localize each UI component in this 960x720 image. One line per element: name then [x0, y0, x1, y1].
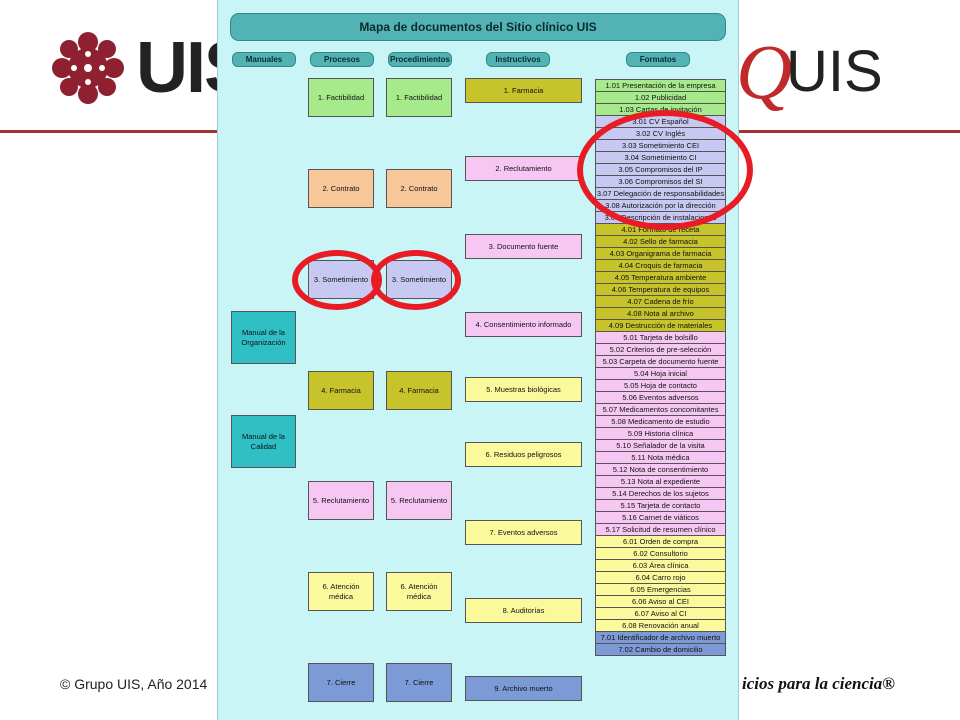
column-header-instructivos: Instructivos: [486, 52, 550, 67]
instructivo-box: 6. Residuos peligrosos: [465, 442, 582, 467]
manual-box: Manual de la Organización: [231, 311, 296, 364]
proceso-box: 5. Reclutamiento: [308, 481, 374, 520]
document-map-diagram: Mapa de documentos del Sitio clínico UIS…: [217, 0, 739, 720]
diagram-title: Mapa de documentos del Sitio clínico UIS: [230, 13, 726, 41]
manual-box: Manual de la Calidad: [231, 415, 296, 468]
instructivo-box: 2. Reclutamiento: [465, 156, 582, 181]
formato-row: 4.06 Temperatura de equipos: [595, 283, 726, 296]
formato-row: 5.12 Nota de consentimiento: [595, 463, 726, 476]
formato-row: 4.09 Destrucción de materiales: [595, 319, 726, 332]
procedimiento-box: 1. Factibilidad: [386, 78, 452, 117]
column-header-procesos: Procesos: [310, 52, 374, 67]
formato-row: 5.03 Carpeta de documento fuente: [595, 355, 726, 368]
instructivo-box: 1. Farmacia: [465, 78, 582, 103]
column-header-manuales: Manuales: [232, 52, 296, 67]
brand-wordmark-right: UIS: [786, 39, 883, 104]
formato-row: 5.08 Medicamento de estudio: [595, 415, 726, 428]
proceso-box: 7. Cierre: [308, 663, 374, 702]
tagline-text: icios para la ciencia®: [742, 674, 895, 693]
formato-row: 5.07 Medicamentos concomitantes: [595, 403, 726, 416]
proceso-box: 4. Farmacia: [308, 371, 374, 410]
formato-row: 5.02 Criterios de pre-selección: [595, 343, 726, 356]
procedimiento-box: 4. Farmacia: [386, 371, 452, 410]
brand-q-letter: Q: [736, 28, 793, 115]
formato-row: 7.02 Cambio de domicilio: [595, 643, 726, 656]
instructivo-box: 5. Muestras biológicas: [465, 377, 582, 402]
column-header-formatos: Formatos: [626, 52, 690, 67]
procedimiento-box: 7. Cierre: [386, 663, 452, 702]
procedimiento-box: 6. Atención médica: [386, 572, 452, 611]
proceso-box: 1. Factibilidad: [308, 78, 374, 117]
formato-row: 5.14 Derechos de los sujetos: [595, 487, 726, 500]
instructivo-box: 9. Archivo muerto: [465, 676, 582, 701]
instructivo-box: 4. Consentimiento informado: [465, 312, 582, 337]
proceso-box: 6. Atención médica: [308, 572, 374, 611]
copyright-text: © Grupo UIS, Año 2014: [60, 676, 208, 692]
procedimiento-box: 2. Contrato: [386, 169, 452, 208]
highlight-circle: [577, 110, 753, 230]
formato-row: 1.01 Presentación de la empresa: [595, 79, 726, 92]
procedimiento-box: 5. Reclutamiento: [386, 481, 452, 520]
proceso-box: 2. Contrato: [308, 169, 374, 208]
formato-row: 4.03 Organigrama de farmacia: [595, 247, 726, 260]
formato-row: 7.01 Identificador de archivo muerto: [595, 631, 726, 644]
highlight-circle: [371, 250, 461, 310]
column-header-procedimientos: Procedimientos: [388, 52, 452, 67]
instructivo-box: 7. Eventos adversos: [465, 520, 582, 545]
uis-logo-icon: [52, 32, 124, 104]
formato-row: 5.17 Solicitud de resumen clínico: [595, 523, 726, 536]
instructivo-box: 8. Auditorías: [465, 598, 582, 623]
highlight-circle: [292, 250, 382, 310]
instructivo-box: 3. Documento fuente: [465, 234, 582, 259]
